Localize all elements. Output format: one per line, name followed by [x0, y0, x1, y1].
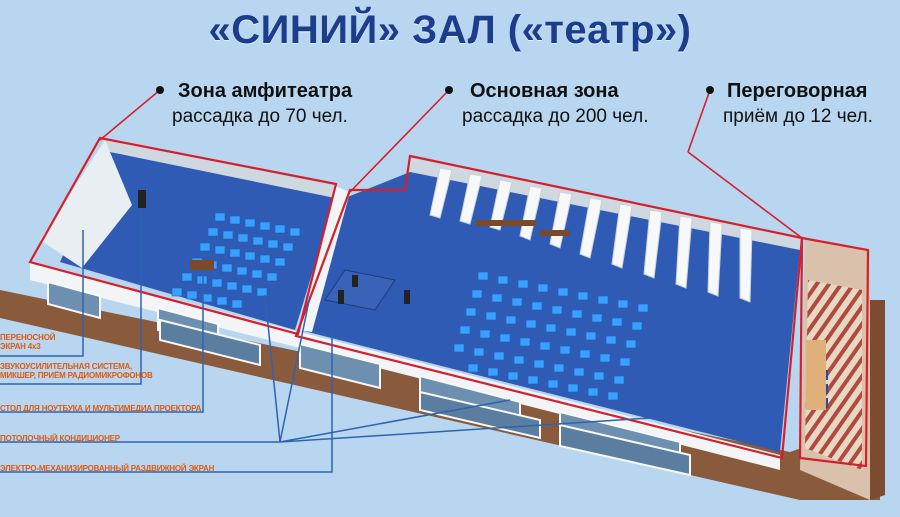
back-wall-amphitheatre — [105, 140, 335, 198]
zone-capacity: рассадка до 200 чел. — [462, 106, 649, 127]
zone-name: Зона амфитеатра — [178, 80, 353, 102]
amphitheatre-table — [190, 260, 214, 270]
legend-text: ЭКРАН 4х3 — [0, 342, 41, 351]
zone-label-amphitheatre: Зона амфитеатра рассадка до 70 чел. — [172, 80, 353, 129]
zone-label-main: Основная зона рассадка до 200 чел. — [462, 80, 648, 129]
page-title: «СИНИЙ» ЗАЛ («театр») — [208, 8, 692, 52]
back-table-row — [476, 220, 570, 236]
legend-text: ПЕРЕНОСНОЙ — [0, 333, 56, 342]
floor-amphitheatre — [60, 152, 335, 330]
legend-sound-system: ЗВУКОУСИЛИТЕЛЬНАЯ СИСТЕМА, МИКШЕР, ПРИЁМ… — [0, 362, 153, 380]
legend-laptop-table: СТОЛ ДЛЯ НОУТБУКА И МУЛЬТИМЕДИА ПРОЕКТОР… — [0, 404, 202, 413]
front-wall — [30, 262, 780, 470]
side-wall-amphitheatre — [40, 140, 132, 268]
zone-capacity: рассадка до 70 чел. — [172, 106, 348, 127]
meeting-carpet — [805, 280, 862, 470]
building-right-wall — [870, 300, 885, 500]
legend-ceiling-ac: ПОТОЛОЧНЫЙ КОНДИЦИОНЕР — [0, 434, 120, 443]
floor-main — [300, 172, 800, 452]
legend-text: МИКШЕР, ПРИЁМ РАДИОМИКРОФОНОВ — [0, 371, 153, 380]
stage-area — [324, 269, 410, 311]
legend-motorized-screen: ЭЛЕКТРО-МЕХАНИЗИРОВАННЫЙ РАЗДВИЖНОЙ ЭКРА… — [0, 464, 215, 473]
zone-outline-meeting — [798, 236, 870, 468]
portable-screen — [138, 190, 146, 208]
zone-callouts — [99, 86, 803, 239]
zone-label-meeting: Переговорная приём до 12 чел. — [723, 80, 873, 129]
equipment-callouts — [0, 210, 651, 473]
zone-name: Основная зона — [470, 80, 619, 102]
legend-text: ЗВУКОУСИЛИТЕЛЬНАЯ СИСТЕМА, — [0, 362, 133, 371]
meeting-table — [806, 340, 826, 410]
zone-outline-amphitheatre — [28, 136, 338, 336]
main-zone-seating — [453, 271, 649, 401]
legend-portable-screen: ПЕРЕНОСНОЙ ЭКРАН 4х3 — [0, 333, 55, 351]
main-zone-columns — [429, 167, 753, 303]
zone-capacity: приём до 12 чел. — [723, 106, 873, 127]
front-lower-windows — [159, 318, 691, 477]
zone-name: Переговорная — [727, 80, 868, 102]
